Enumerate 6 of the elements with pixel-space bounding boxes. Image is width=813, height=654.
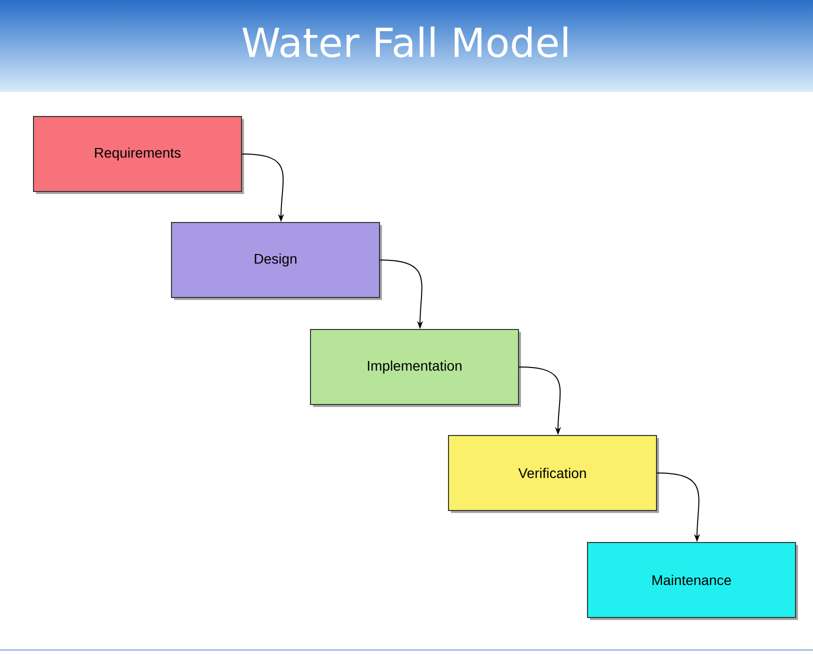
process-box: Requirements [33,116,244,194]
title: Water Fall Model [242,26,568,58]
process-box: Verification [448,435,659,513]
process-box: Maintenance [587,542,798,620]
process-box: Implementation [310,329,521,407]
process-box: Design [171,222,382,300]
